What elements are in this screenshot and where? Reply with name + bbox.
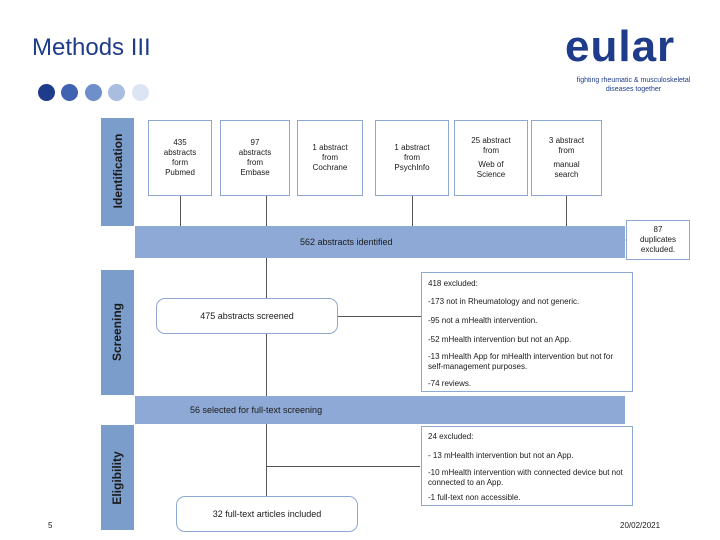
eular-tagline: fighting rheumatic & musculoskeletal dis… <box>566 76 701 94</box>
page-number: 5 <box>48 521 53 530</box>
identified-text: 562 abstracts identified <box>300 237 393 247</box>
source-text: from <box>403 153 420 162</box>
fulltext-selected-box <box>135 396 625 424</box>
source-text: search <box>554 170 579 179</box>
exclusion-item: -173 not in Rheumatology and not generic… <box>428 297 580 306</box>
identification-label: Identification <box>111 133 125 209</box>
exclusion-item: - 13 mHealth intervention but not an App… <box>428 451 574 460</box>
eligibility-exclusions-box: 24 excluded: - 13 mHealth intervention b… <box>421 426 633 506</box>
eligibility-label: Eligibility <box>110 451 124 505</box>
eligibility-band: Eligibility <box>101 425 134 530</box>
source-text: Web of <box>478 160 504 169</box>
included-box: 32 full-text articles included <box>176 496 358 532</box>
exclusion-item: -10 mHealth intervention with connected … <box>428 468 623 487</box>
source-text: Cochrane <box>312 163 348 172</box>
connector-psychinfo <box>412 196 413 226</box>
eligibility-exclusions-header: 24 excluded: <box>428 432 474 441</box>
duplicates-text: duplicates <box>639 235 677 244</box>
connector-embase <box>266 196 267 226</box>
decorative-dot-4 <box>108 84 125 101</box>
source-text: 1 abstract <box>312 143 348 152</box>
source-text: manual <box>553 160 580 169</box>
screening-exclusions-box: 418 excluded: -173 not in Rheumatology a… <box>421 272 633 392</box>
screened-box: 475 abstracts screened <box>156 298 338 334</box>
source-text: abstracts <box>163 148 197 157</box>
connector-elig-excluded <box>266 466 420 467</box>
connector-screen-excluded <box>338 316 430 317</box>
screened-text: 475 abstracts screened <box>200 311 294 321</box>
screening-label: Screening <box>110 302 124 362</box>
slide-title: Methods III <box>32 34 151 61</box>
exclusion-item: -13 mHealth App for mHealth intervention… <box>428 352 613 371</box>
identified-box <box>135 226 625 258</box>
tagline-line-2: diseases together <box>605 86 662 93</box>
screening-exclusions-header: 418 excluded: <box>428 279 478 288</box>
included-text: 32 full-text articles included <box>212 509 322 519</box>
screening-band: Screening <box>101 270 134 395</box>
source-text: from <box>558 146 575 155</box>
connector-manual <box>566 196 567 226</box>
source-text: 3 abstract <box>548 136 585 145</box>
source-text: 25 abstract <box>471 136 511 145</box>
source-text: Pubmed <box>165 168 195 177</box>
arrow-right-icon <box>608 233 626 247</box>
source-text: form <box>172 158 188 167</box>
exclusion-item: -1 full-text non accessible. <box>428 493 521 502</box>
source-text: Embase <box>240 168 270 177</box>
source-text: from <box>247 158 263 167</box>
duplicates-text: excluded. <box>640 245 676 254</box>
source-text: from <box>321 153 338 162</box>
source-text: abstracts <box>238 148 272 157</box>
fulltext-selected-text: 56 selected for full-text screening <box>190 405 323 415</box>
duplicates-text: 87 <box>653 225 663 234</box>
exclusion-item: -95 not a mHealth intervention. <box>428 316 538 325</box>
source-text: 1 abstract <box>394 143 430 152</box>
source-text: from <box>482 146 499 155</box>
connector-main-2 <box>266 424 267 496</box>
slide-date: 20/02/2021 <box>620 521 661 530</box>
decorative-dot-1 <box>38 84 55 101</box>
eular-logo: eular <box>565 22 676 71</box>
connector-pubmed <box>180 196 181 226</box>
tagline-line-1: fighting rheumatic & musculoskeletal <box>576 77 691 84</box>
source-text: Science <box>476 170 506 179</box>
exclusion-item: -74 reviews. <box>428 379 472 388</box>
source-text: 435 <box>173 138 187 147</box>
exclusion-item: -52 mHealth intervention but not an App. <box>428 335 572 344</box>
decorative-dot-2 <box>61 84 78 101</box>
decorative-dot-3 <box>85 84 102 101</box>
identification-band: Identification <box>101 118 134 226</box>
source-text: 97 <box>250 138 260 147</box>
decorative-dot-5 <box>132 84 149 101</box>
source-text: PsychInfo <box>394 163 430 172</box>
